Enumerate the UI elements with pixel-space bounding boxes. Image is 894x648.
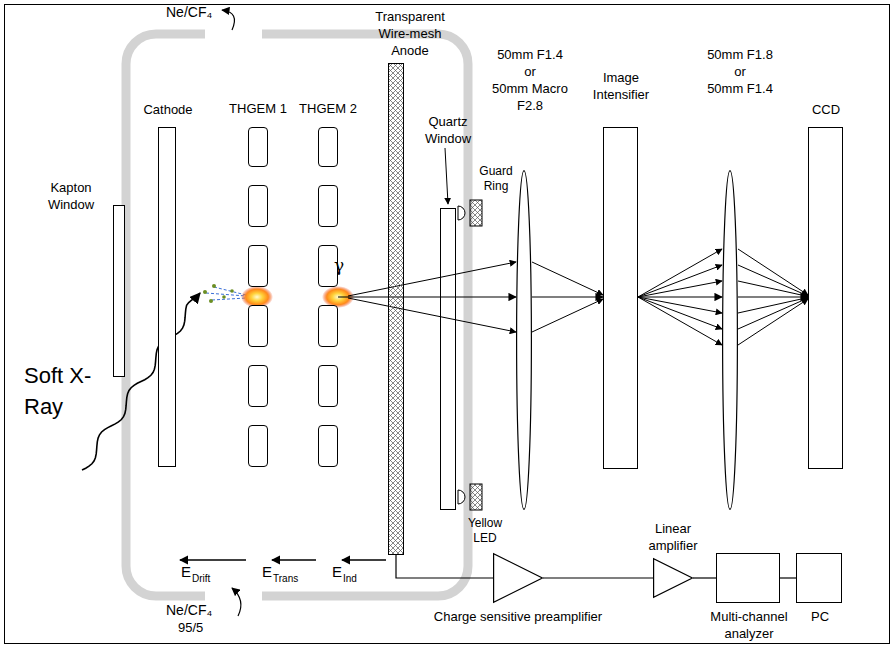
field-symbol: E	[181, 563, 191, 580]
component-label-text: Transparent Wire-mesh Anode	[368, 8, 452, 59]
field-arrows	[180, 559, 386, 560]
thgem-segment	[318, 425, 338, 467]
component-label: Quartz Window	[421, 113, 475, 147]
light-ray	[338, 296, 516, 297]
mesh-anode: Transparent Wire-mesh Anode	[388, 63, 404, 555]
part-label: Yellow LED	[463, 516, 507, 546]
preamplifier: Charge sensitive preamplifier	[493, 553, 543, 603]
signal-wire	[543, 577, 653, 578]
thgem-segment	[248, 245, 268, 287]
guard-ring	[470, 200, 482, 226]
component-label-text: CCD	[796, 101, 856, 118]
mesh-anode-outline	[388, 63, 404, 555]
component-label: 50mm F1.4or50mm Macro F2.8	[488, 46, 572, 114]
light-ray	[638, 296, 722, 297]
thgem-segment	[318, 305, 338, 347]
thgem-segment	[248, 305, 268, 347]
component-label-text: THGEM 2	[297, 100, 359, 117]
component-label-text: Kapton Window	[35, 179, 107, 213]
component-label-text: Charge sensitive preamplifier	[423, 608, 613, 625]
component-label-text: PC	[800, 608, 840, 625]
led-symbol	[458, 206, 465, 220]
thgem-segment	[318, 185, 338, 227]
signal-wire	[396, 555, 493, 578]
component-label: Cathode	[133, 101, 203, 118]
component-label-text: 50mm F1.4	[698, 80, 782, 97]
mca-box: Multi-channel analyzer	[716, 553, 780, 603]
component-label: Linear amplifier	[636, 520, 710, 554]
linear-amplifier-outline	[653, 558, 693, 598]
thgem-segment	[318, 365, 338, 407]
kapton-window: Kapton Window	[113, 205, 125, 377]
thgem-segment	[318, 127, 338, 167]
component-label: Multi-channel analyzer	[699, 608, 799, 642]
field-subscript: Trans	[273, 573, 298, 584]
component-label: Kapton Window	[35, 179, 107, 213]
gas-label: Ne/CF₄	[166, 4, 212, 20]
component-label-text: Linear amplifier	[636, 520, 710, 554]
signal-wire	[780, 577, 796, 578]
light-ray	[738, 296, 808, 297]
component-label: Transparent Wire-mesh Anode	[368, 8, 452, 59]
component-label-text: Multi-channel analyzer	[699, 608, 799, 642]
gas-label: Ne/CF₄	[166, 602, 212, 618]
thgem-plate: THGEM 1	[248, 127, 268, 467]
component-label-text: THGEM 1	[227, 100, 289, 117]
gas-out-arrow	[222, 10, 234, 30]
component-label: Charge sensitive preamplifier	[423, 608, 613, 625]
leader-line	[445, 148, 448, 204]
electron-cloud	[203, 284, 246, 303]
component-label: THGEM 2	[297, 100, 359, 117]
thgem-segment	[248, 185, 268, 227]
thgem-segment	[248, 127, 268, 167]
linear-amplifier: Linear amplifier	[653, 558, 693, 598]
cathode-plate: Cathode	[158, 127, 176, 467]
pc-box: PC	[796, 553, 842, 603]
component-label-text: 50mm Macro F2.8	[488, 80, 572, 114]
component-label: CCD	[796, 101, 856, 118]
component-label-text: 50mm F1.4	[488, 46, 572, 63]
component-label-text: or	[698, 63, 782, 80]
guard-ring	[470, 484, 482, 510]
component-label: THGEM 1	[227, 100, 289, 117]
component-label-text: 50mm F1.8	[698, 46, 782, 63]
light-ray	[532, 296, 603, 297]
component-label-text: Image Intensifier	[580, 69, 662, 103]
preamplifier-outline	[493, 553, 543, 603]
component-label-text: or	[488, 63, 572, 80]
thgem-plate: THGEM 2	[318, 127, 338, 467]
component-label: 50mm F1.8or50mm F1.4	[698, 46, 782, 97]
field-symbol: E	[332, 563, 342, 580]
gas-in-arrow	[232, 588, 241, 616]
thgem-segment	[248, 365, 268, 407]
signal-wire	[693, 577, 716, 578]
outer-frame	[5, 5, 890, 644]
thgem-segment	[248, 425, 268, 467]
component-label: Image Intensifier	[580, 69, 662, 103]
quartz-window: Quartz Window	[440, 208, 456, 510]
field-symbol: E	[262, 563, 272, 580]
gas-chamber	[126, 34, 205, 596]
source-label: Soft X-Ray	[24, 360, 116, 422]
component-label-text: Cathode	[133, 101, 203, 118]
component-label-text: Quartz Window	[421, 113, 475, 147]
led-symbol	[458, 490, 465, 504]
photon-symbol: γ	[334, 255, 344, 275]
ccd-camera: CCD	[808, 127, 843, 469]
camera-lens-outline	[516, 170, 532, 510]
component-label: PC	[800, 608, 840, 625]
part-label: Guard Ring	[474, 164, 518, 194]
gas-ratio: 95/5	[178, 620, 203, 635]
camera-lens-outline	[722, 170, 738, 510]
camera-lens: 50mm F1.8or50mm F1.4	[722, 170, 738, 510]
image-intensifier: Image Intensifier	[603, 127, 638, 469]
x-ray-wave	[82, 293, 200, 470]
field-subscript: Ind	[343, 573, 357, 584]
camera-lens: 50mm F1.4or50mm Macro F2.8	[516, 170, 532, 510]
field-subscript: Drift	[192, 573, 210, 584]
